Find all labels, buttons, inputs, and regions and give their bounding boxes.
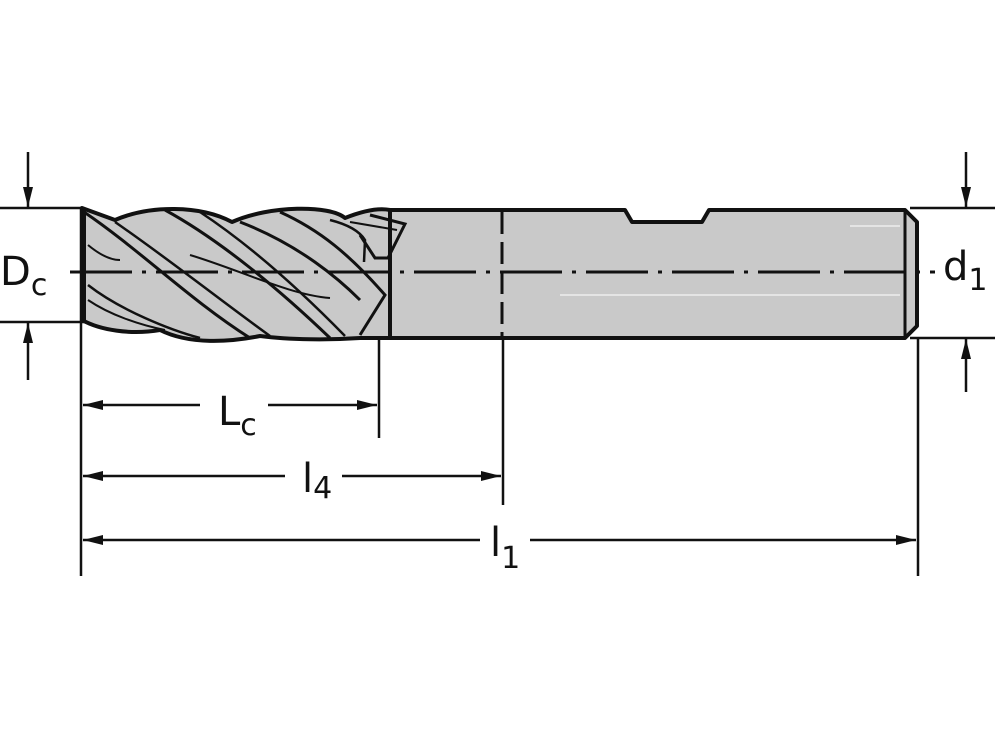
extension-lines	[0, 206, 995, 576]
lc-label: Lc	[218, 389, 257, 443]
cutting-flutes	[80, 206, 408, 343]
l1-label: l1	[490, 520, 520, 576]
shank	[373, 208, 919, 340]
d1-label: d1	[943, 244, 987, 298]
dc-label: Dc	[0, 249, 47, 303]
l4-label: l4	[302, 456, 332, 506]
